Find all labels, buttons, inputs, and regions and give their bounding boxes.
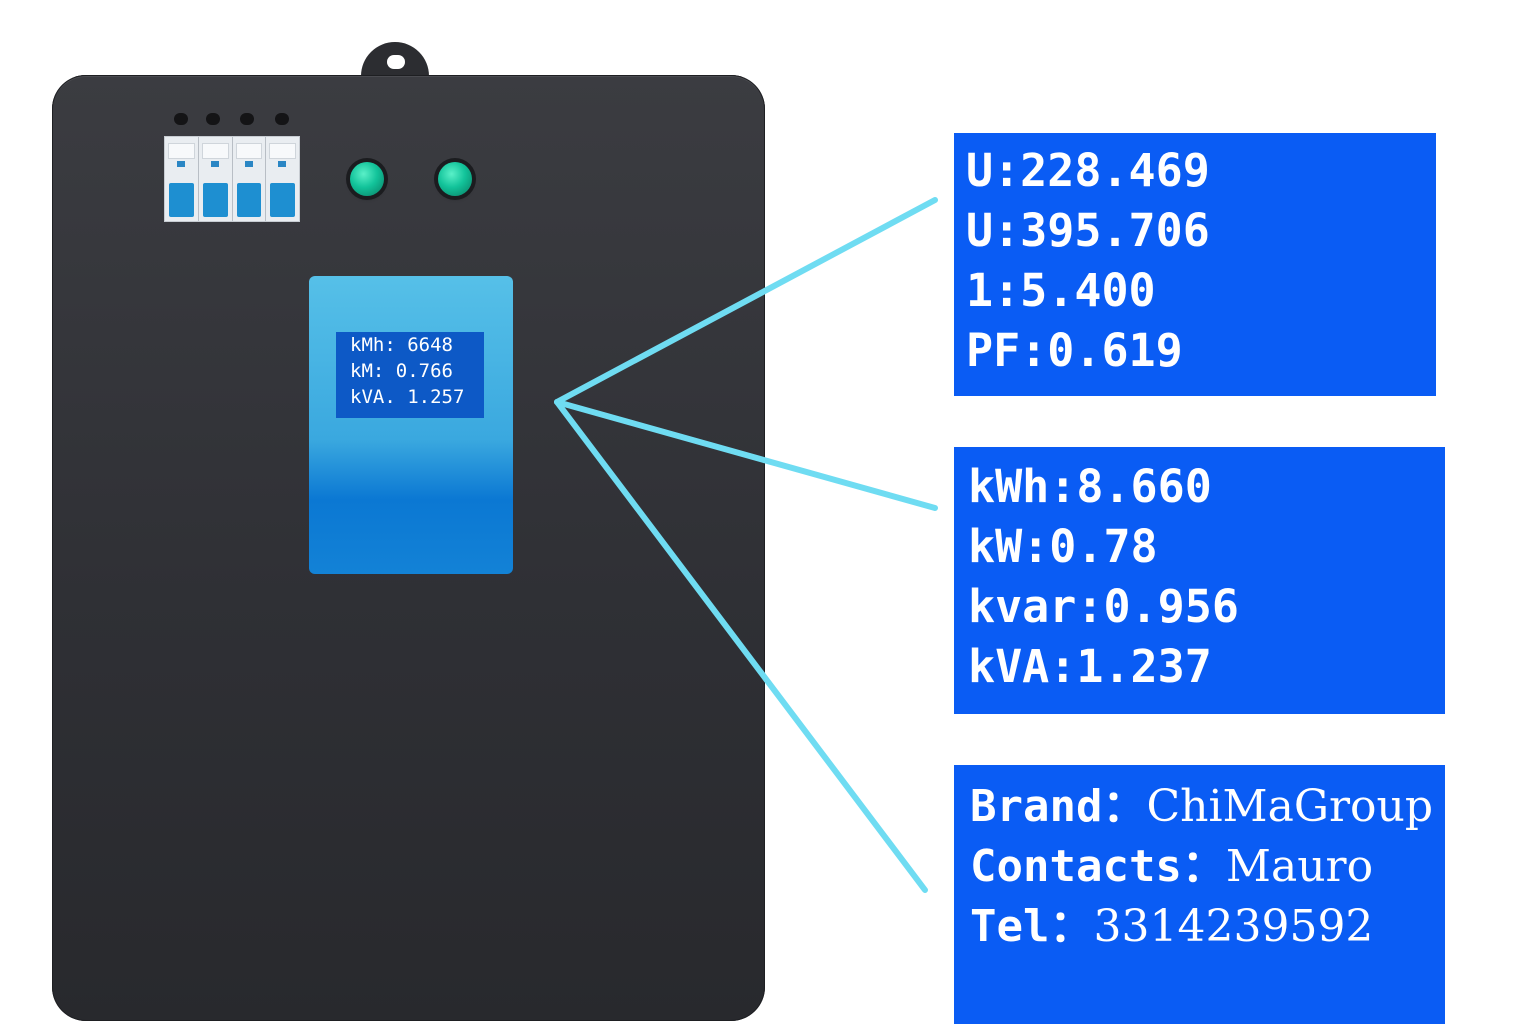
green-push-button[interactable]: [350, 162, 384, 196]
vent-hole: [174, 113, 188, 125]
breaker-toggle[interactable]: [202, 183, 228, 217]
contacts-label: Contacts：: [970, 841, 1226, 892]
breaker-toggle[interactable]: [169, 183, 194, 217]
panel-line-energy: kWh:8.660: [968, 460, 1212, 513]
tel-value: 3314239592: [1093, 901, 1374, 952]
brand-label: Brand：: [970, 781, 1147, 832]
vent-hole: [206, 113, 220, 125]
breaker-label-plate: [168, 143, 195, 159]
meter-line-power: kM: 0.766: [350, 360, 453, 382]
meter-line-energy: kMh: 6648: [350, 334, 453, 356]
breaker-indicator: [177, 161, 185, 167]
circuit-breaker[interactable]: [164, 136, 300, 222]
panel-line-active-power: kW:0.78: [968, 520, 1158, 573]
panel-line-phase-voltage: U:228.469: [966, 144, 1210, 197]
contacts-value: Mauro: [1225, 841, 1374, 892]
breaker-toggle[interactable]: [270, 183, 295, 217]
breaker-pole: [266, 137, 299, 221]
voltage-panel: U:228.469 U:395.706 1:5.400 PF:0.619: [954, 133, 1436, 396]
breaker-pole: [199, 137, 233, 221]
breaker-indicator: [210, 161, 219, 167]
meter-display: kMh: 6648 kM: 0.766 kVA. 1.257: [336, 332, 484, 418]
panel-line-power-factor: PF:0.619: [966, 324, 1183, 377]
meter-line-apparent-power: kVA. 1.257: [350, 386, 465, 408]
breaker-pole: [233, 137, 267, 221]
breaker-label-plate: [235, 143, 263, 159]
green-push-button[interactable]: [438, 162, 472, 196]
mounting-hole: [387, 55, 405, 69]
energy-meter: [309, 276, 513, 574]
breaker-pole: [165, 137, 199, 221]
panel-line-line-voltage: U:395.706: [966, 204, 1210, 257]
power-panel: kWh:8.660 kW:0.78 kvar:0.956 kVA:1.237: [954, 447, 1445, 714]
brand-row: Brand：ChiMaGroup: [970, 777, 1445, 837]
panel-line-reactive-power: kvar:0.956: [968, 580, 1239, 633]
tel-row: Tel：3314239592: [970, 897, 1445, 957]
vent-hole: [240, 113, 254, 125]
panel-line-apparent-power: kVA:1.237: [968, 640, 1212, 693]
contacts-row: Contacts：Mauro: [970, 837, 1445, 897]
breaker-label-plate: [201, 143, 229, 159]
tel-label: Tel：: [970, 901, 1094, 952]
panel-line-current: 1:5.400: [966, 264, 1156, 317]
breaker-indicator: [278, 161, 287, 167]
breaker-indicator: [244, 161, 253, 167]
vent-hole: [275, 113, 289, 125]
contact-panel: Brand：ChiMaGroup Contacts：Mauro Tel：3314…: [954, 765, 1445, 1024]
brand-value: ChiMaGroup: [1146, 781, 1433, 832]
breaker-toggle[interactable]: [236, 183, 262, 217]
breaker-label-plate: [269, 143, 296, 159]
